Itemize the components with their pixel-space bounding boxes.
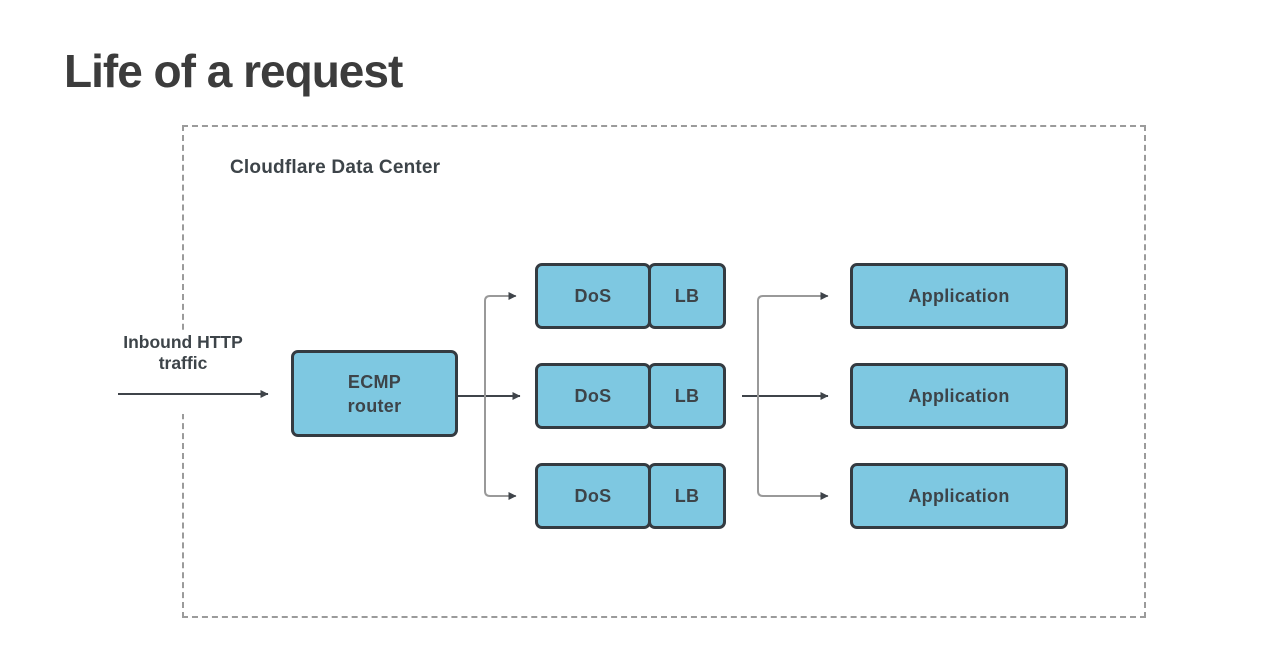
lb-node-top: LB: [648, 263, 726, 329]
ecmp-router-label: ECMP router: [348, 370, 402, 418]
inbound-traffic-label-line2: traffic: [158, 353, 208, 373]
ecmp-label-line2: router: [347, 395, 402, 416]
dos-lb-group-bottom: DoS LB: [535, 463, 726, 529]
application-node-middle: Application: [850, 363, 1068, 429]
dos-node-top: DoS: [535, 263, 651, 329]
ecmp-label-line1: ECMP: [347, 371, 402, 392]
dos-node-bottom: DoS: [535, 463, 651, 529]
application-node-bottom: Application: [850, 463, 1068, 529]
datacenter-label: Cloudflare Data Center: [230, 157, 441, 178]
application-node-top: Application: [850, 263, 1068, 329]
lb-node-bottom: LB: [648, 463, 726, 529]
dos-node-middle: DoS: [535, 363, 651, 429]
dos-lb-group-top: DoS LB: [535, 263, 726, 329]
dos-lb-group-middle: DoS LB: [535, 363, 726, 429]
ecmp-router-node: ECMP router: [291, 350, 458, 437]
inbound-traffic-label: Inbound HTTP traffic: [96, 330, 270, 377]
inbound-traffic-label-line1: Inbound HTTP: [123, 332, 243, 352]
page-title: Life of a request: [64, 45, 403, 97]
lb-node-middle: LB: [648, 363, 726, 429]
